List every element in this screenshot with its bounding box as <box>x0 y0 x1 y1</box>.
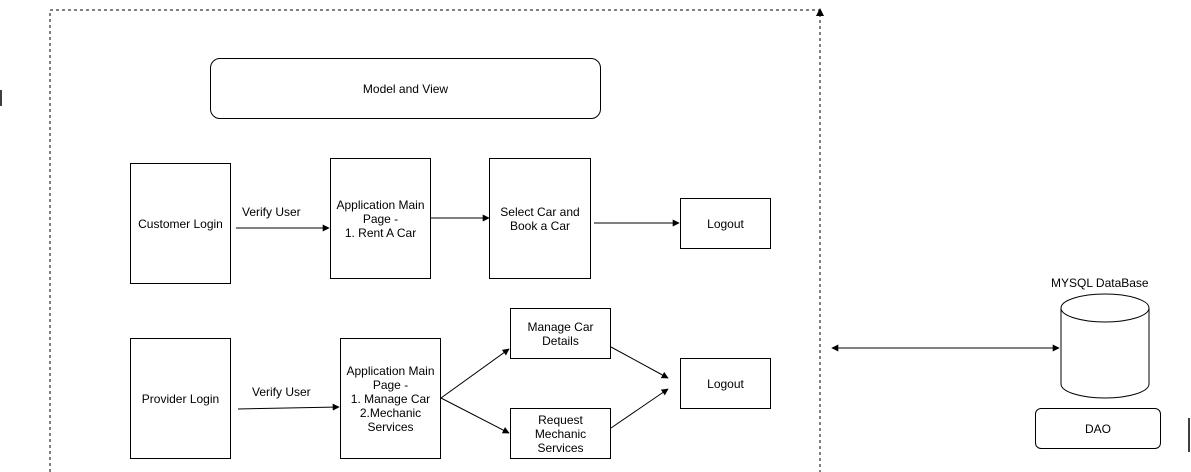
arrow-manage-to-logout <box>610 346 669 379</box>
database-icon <box>1060 293 1150 399</box>
boundary-arrow <box>816 8 824 16</box>
database-title: MYSQL DataBase <box>1051 276 1149 290</box>
arrow-main-to-request <box>440 397 510 434</box>
system-boundary <box>49 9 821 472</box>
arrow-main-to-manage <box>440 348 510 399</box>
arrow-provider-to-main <box>237 403 340 411</box>
app-main-provider-box: Application Main Page - 1. Manage Car 2.… <box>340 338 441 459</box>
verify-user-label-2: Verify User <box>252 385 311 399</box>
app-main-customer-box: Application Main Page - 1. Rent A Car <box>330 158 431 279</box>
manage-car-box: Manage Car Details <box>510 308 611 359</box>
arrow-request-to-logout <box>610 388 669 429</box>
select-car-box: Select Car and Book a Car <box>489 158 591 279</box>
model-view-box: Model and View <box>210 58 601 119</box>
provider-login-box: Provider Login <box>130 338 231 459</box>
logout-box-2: Logout <box>680 358 771 409</box>
customer-login-box: Customer Login <box>130 163 231 284</box>
verify-user-label-1: Verify User <box>242 205 301 219</box>
request-mechanic-box: Request Mechanic Services <box>510 408 611 459</box>
dao-box: DAO <box>1035 408 1161 449</box>
logout-box-1: Logout <box>680 198 771 249</box>
